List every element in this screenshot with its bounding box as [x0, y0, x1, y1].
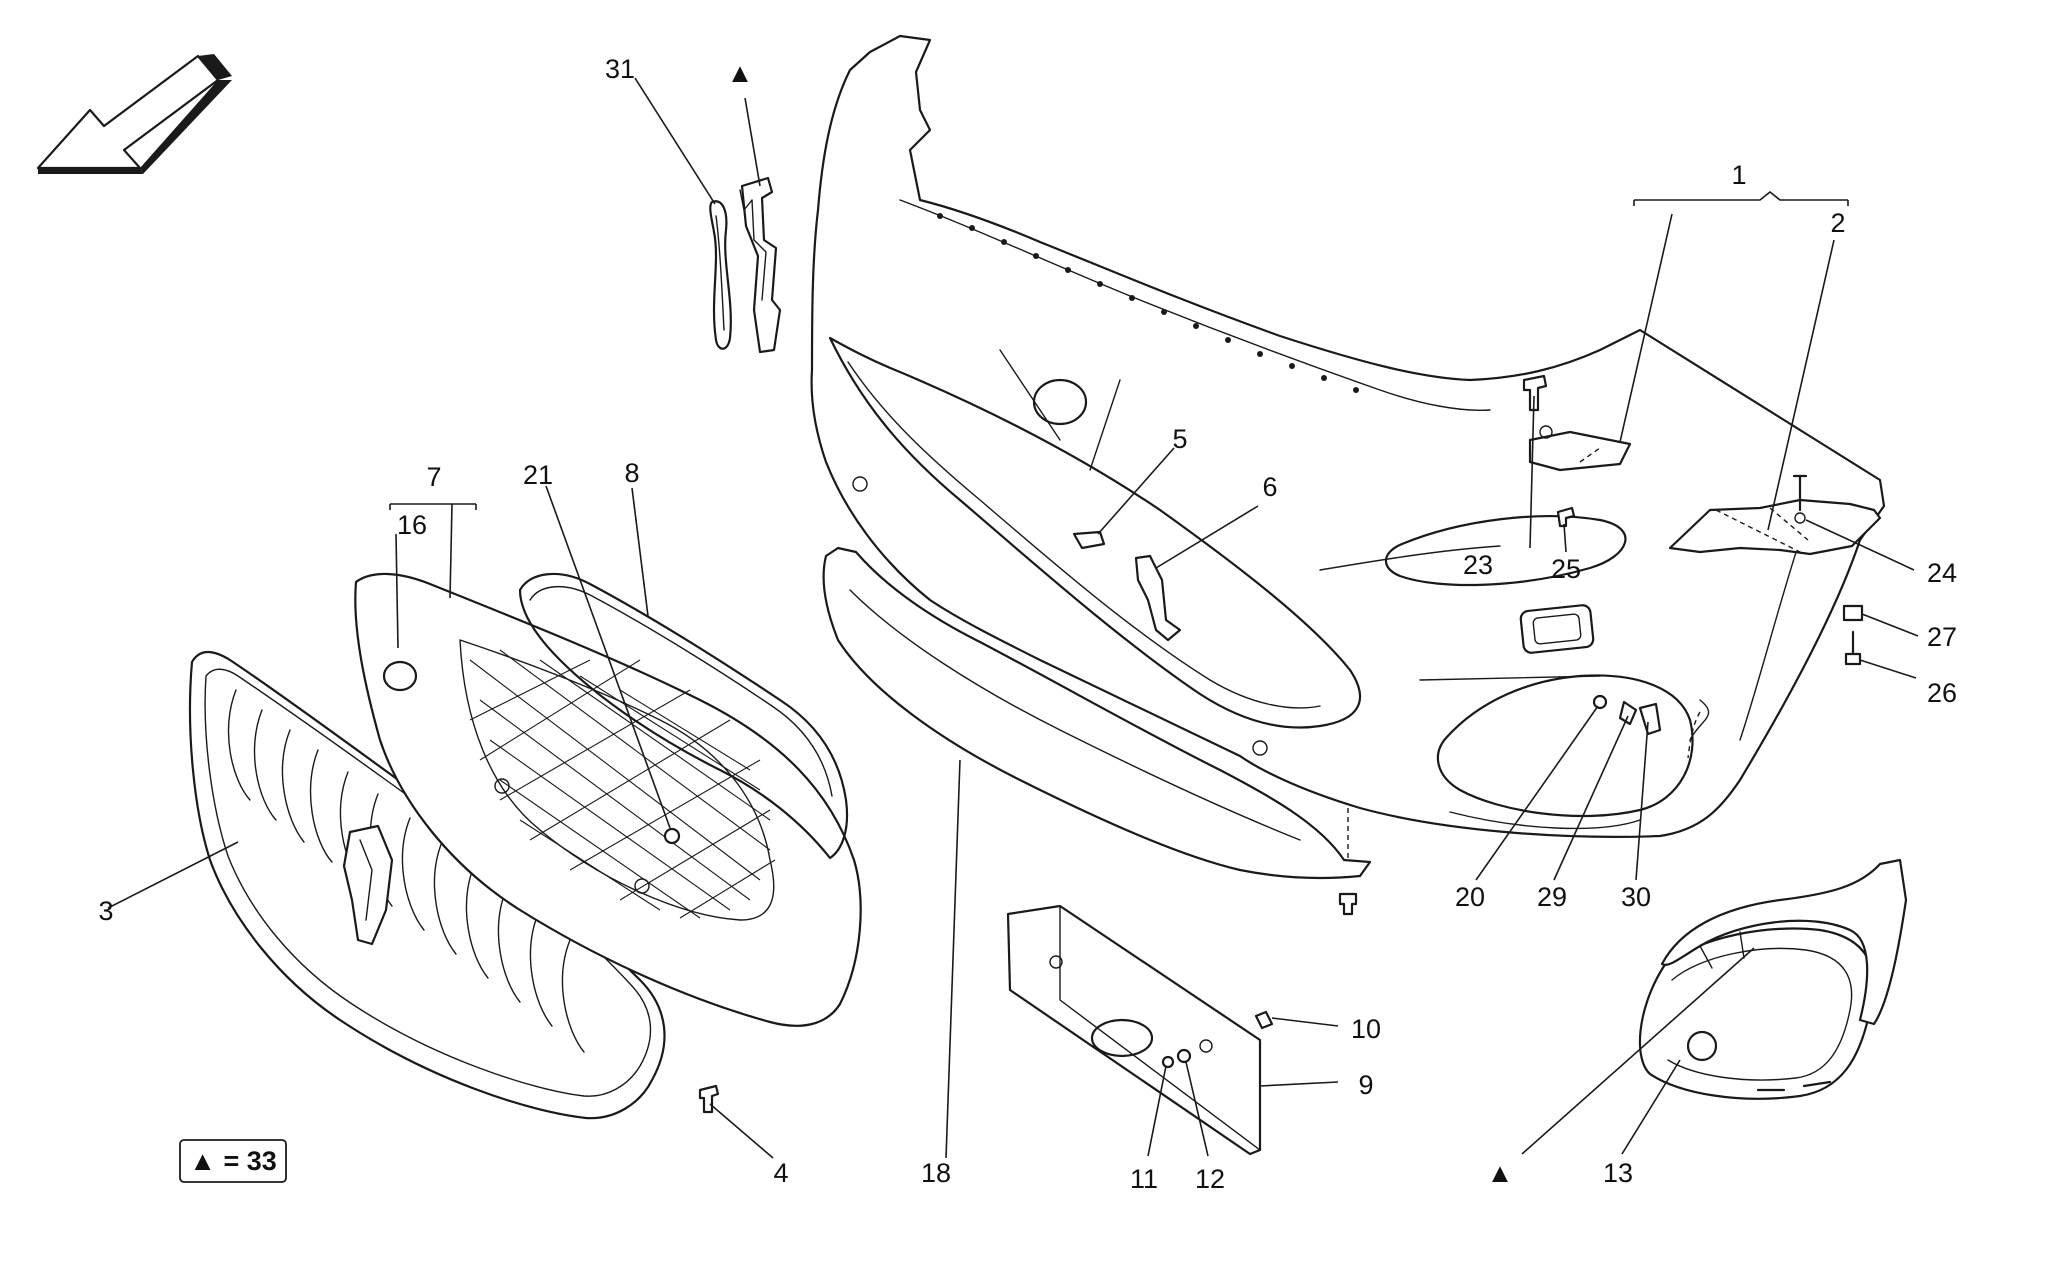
clip-5-part — [1072, 530, 1106, 550]
grille-mesh-part — [354, 572, 862, 1027]
screw-spoiler-part — [1338, 808, 1358, 916]
callout-13: 13 — [1603, 1158, 1633, 1188]
legend-box: ▲ = 33 — [179, 1139, 287, 1183]
callout-18: 18 — [921, 1158, 951, 1188]
callout-leaders — [107, 77, 1919, 1159]
fog-light-bracket-part — [1660, 858, 1908, 1026]
grille-frame-part — [188, 650, 666, 1120]
bracket-31-part — [709, 200, 732, 350]
callout-2: 2 — [1830, 208, 1845, 238]
fog-light-trim-part — [1638, 927, 1875, 1100]
callouts: 1 2 3 4 5 6 7 8 9 10 11 12 13 16 18 20 2… — [98, 54, 1957, 1194]
legend-text: ▲ = 33 — [189, 1146, 277, 1176]
callout-16: 16 — [397, 510, 427, 540]
screw-21-part — [663, 827, 681, 845]
number-plate-bracket-part — [1006, 904, 1262, 1156]
callout-1: 1 — [1731, 160, 1746, 190]
screw-4-part — [698, 1084, 720, 1114]
screw-23-part — [1522, 374, 1553, 439]
callout-10: 10 — [1351, 1014, 1381, 1044]
callout-30: 30 — [1621, 882, 1651, 912]
callout-27: 27 — [1927, 622, 1957, 652]
callout-7: 7 — [426, 462, 441, 492]
callout-5: 5 — [1172, 424, 1187, 454]
callout-23: 23 — [1463, 550, 1493, 580]
direction-arrow-icon — [36, 54, 232, 174]
screw-10-part — [1254, 1010, 1274, 1030]
clips-20-29-30-part — [1592, 694, 1662, 736]
bolt-26-part — [1844, 630, 1862, 666]
callout-6: 6 — [1262, 472, 1277, 502]
callout-21: 21 — [523, 460, 553, 490]
callout-11: 11 — [1130, 1164, 1158, 1194]
marker-triangle-top: ▲ — [727, 58, 754, 88]
grille-surround-part — [518, 572, 849, 860]
callout-31: 31 — [605, 54, 635, 84]
screw-25-part — [1556, 506, 1576, 528]
callout-9: 9 — [1358, 1070, 1373, 1100]
bracket-1-part — [1528, 430, 1632, 472]
marker-triangle-bottom: ▲ — [1487, 1158, 1514, 1188]
callout-24: 24 — [1927, 558, 1957, 588]
bracket-marked-part — [739, 176, 782, 354]
front-bumper-part — [810, 34, 1886, 838]
lower-spoiler-part — [822, 546, 1372, 880]
callout-4: 4 — [773, 1158, 788, 1188]
callout-20: 20 — [1455, 882, 1485, 912]
callout-12: 12 — [1195, 1164, 1225, 1194]
bracket-2-part — [1668, 498, 1882, 556]
bolt-24-part — [1792, 474, 1808, 524]
callout-8: 8 — [624, 458, 639, 488]
callout-25: 25 — [1551, 554, 1581, 584]
screw-11-12-part — [1161, 1048, 1192, 1069]
callout-26: 26 — [1927, 678, 1957, 708]
nut-27-part — [1842, 604, 1864, 622]
callout-29: 29 — [1537, 882, 1567, 912]
callout-3: 3 — [98, 896, 113, 926]
